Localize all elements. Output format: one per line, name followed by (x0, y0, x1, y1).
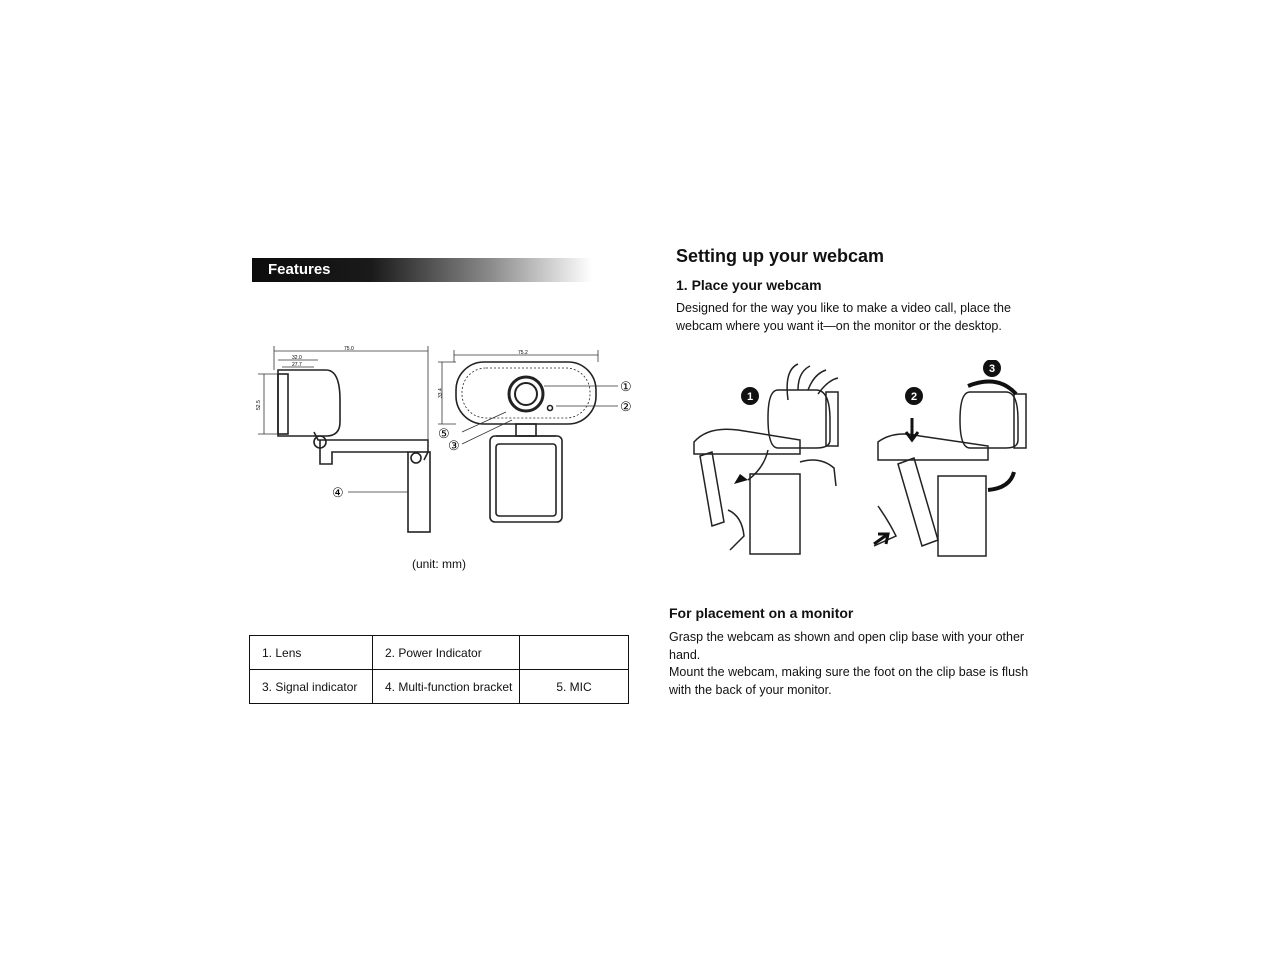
callout-5: ⑤ (438, 426, 450, 441)
rotate-arrow-icon (967, 379, 1018, 396)
callout-4: ④ (332, 485, 344, 500)
step-marker-2 (905, 387, 923, 405)
table-cell: 3. Signal indicator (249, 669, 373, 704)
dim-side-width: 75.0 (344, 346, 354, 352)
dim-depth-inner: 27.7 (292, 362, 302, 368)
arrow-icon (734, 474, 748, 484)
table-row: 3. Signal indicator 4. Multi-function br… (249, 669, 629, 704)
monitor-text-1: Grasp the webcam as shown and open clip … (669, 630, 1025, 662)
step-marker-label: 3 (989, 363, 995, 375)
mount-panel-1 (693, 363, 839, 555)
dim-depth-outer: 32.0 (292, 355, 302, 361)
table-row: 1. Lens 2. Power Indicator (249, 635, 629, 670)
unit-note: (unit: mm) (412, 557, 466, 571)
step-marker-3 (983, 360, 1001, 377)
features-header-bar (252, 258, 592, 282)
setup-title: Setting up your webcam (676, 246, 885, 266)
step-marker-label: 2 (911, 391, 917, 403)
mounting-illustration: 1 2 3 (693, 360, 1027, 557)
arrow-icon (873, 532, 890, 546)
callout-1: ① (620, 379, 632, 394)
table-cell (519, 635, 629, 670)
step1-text: Designed for the way you like to make a … (676, 301, 1011, 333)
webcam-dimension-diagram: 75.0 32.0 27.7 52.5 75.2 33.4 ① ② ③ ④ ⑤ (256, 346, 632, 533)
callout-3: ③ (448, 438, 460, 453)
rotate-arrow-icon (987, 471, 1016, 492)
webcam-front-view (455, 361, 597, 523)
parts-table: 1. Lens 2. Power Indicator 3. Signal ind… (249, 635, 629, 704)
dim-front-height: 33.4 (438, 388, 444, 398)
webcam-side-view (277, 369, 431, 533)
table-cell: 2. Power Indicator (372, 635, 520, 670)
dim-front-width: 75.2 (518, 350, 528, 356)
table-cell: 5. MIC (519, 669, 629, 704)
arrow-down-icon (904, 418, 920, 443)
step1-heading: 1. Place your webcam (676, 277, 822, 293)
table-cell: 1. Lens (249, 635, 373, 670)
mount-panel-2 (873, 391, 1027, 557)
dim-height: 52.5 (256, 400, 262, 410)
step-marker-label: 1 (747, 391, 753, 403)
monitor-instructions: Grasp the webcam as shown and open clip … (669, 629, 1039, 699)
monitor-heading: For placement on a monitor (669, 605, 854, 621)
monitor-text-2: Mount the webcam, making sure the foot o… (669, 665, 1029, 697)
callout-2: ② (620, 399, 632, 414)
table-cell: 4. Multi-function bracket (372, 669, 520, 704)
features-title: Features (268, 261, 331, 278)
step-marker-1 (741, 387, 759, 405)
